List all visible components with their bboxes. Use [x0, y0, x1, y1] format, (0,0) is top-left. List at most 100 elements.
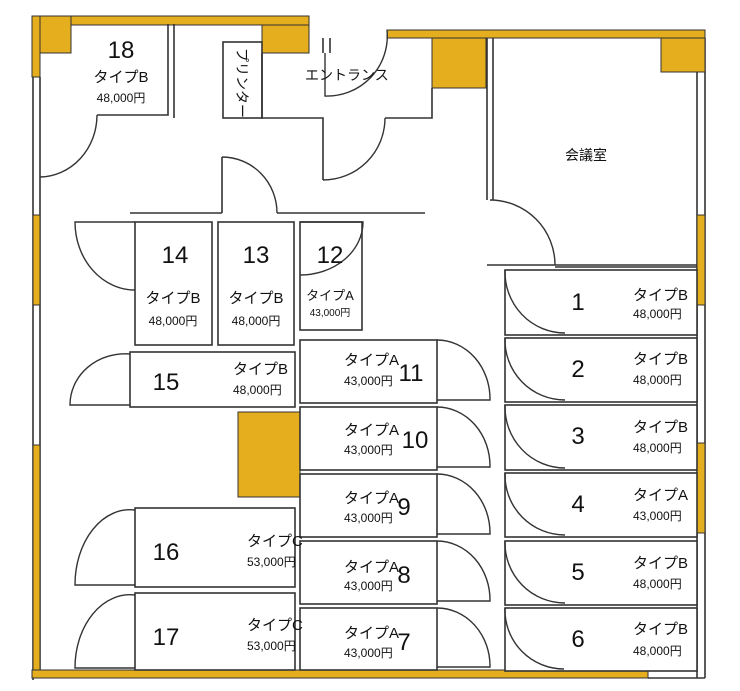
room-outline	[504, 269, 698, 336]
room-outline	[299, 221, 363, 331]
printer-area	[222, 41, 263, 119]
room-type: タイプA	[306, 288, 354, 303]
room-type: タイプB	[145, 290, 200, 307]
pillar-center	[237, 411, 301, 498]
door-swing-icon	[504, 337, 566, 401]
room-number: 3	[571, 423, 584, 450]
room-type: タイプC	[247, 617, 303, 634]
room-price: 43,000円	[344, 374, 393, 388]
room-13[interactable]: 13 タイプB 48,000円	[217, 221, 295, 346]
meeting-room-walls	[486, 38, 697, 268]
room-number: 17	[153, 624, 180, 651]
outer-walls	[31, 15, 706, 680]
room-number: 9	[397, 494, 410, 521]
room-number: 8	[397, 562, 410, 589]
room-price: 48,000円	[232, 314, 281, 328]
room-price: 43,000円	[344, 646, 393, 660]
room-14[interactable]: 14 タイプB 48,000円	[74, 221, 213, 346]
room-12[interactable]: 12 タイプA 43,000円	[299, 221, 364, 331]
room-number: 14	[162, 242, 189, 269]
room-outline	[134, 507, 296, 588]
meeting-room-label: 会議室	[565, 147, 607, 163]
pillar-entrance	[431, 37, 487, 89]
room-18-walls	[97, 24, 175, 118]
room-price: 53,000円	[247, 639, 296, 653]
door-swing-icon	[436, 540, 491, 602]
entrance-label: エントランス	[305, 67, 389, 83]
meeting-room-door	[489, 199, 556, 266]
room-outline	[504, 472, 698, 538]
door-swing-icon	[74, 221, 136, 291]
printer-label: プリンター	[234, 48, 250, 118]
entrance-door	[322, 29, 389, 181]
fixed-areas: プリンター エントランス 会議室	[39, 24, 697, 268]
room-price: 43,000円	[310, 308, 351, 319]
door-swing-icon	[299, 221, 364, 276]
wall-right-lower-gold	[696, 442, 706, 534]
room-number: 2	[571, 356, 584, 383]
door-swing-icon	[436, 406, 491, 468]
room-number: 15	[153, 369, 180, 396]
room-price: 53,000円	[247, 555, 296, 569]
room-type: タイプA	[633, 487, 688, 504]
room-number: 11	[399, 360, 424, 387]
rooms: 1 タイプB 48,000円 2 タイプB 48,000円 3 タイプB 48,000円 4 タイプ…	[69, 37, 698, 672]
room-price: 48,000円	[97, 91, 146, 105]
room-number: 16	[153, 539, 180, 566]
room-outline	[299, 473, 438, 538]
room-type: タイプB	[93, 69, 148, 86]
room-price: 48,000円	[149, 314, 198, 328]
room-outline	[504, 540, 698, 606]
room-17[interactable]: 17 タイプC 53,000円	[74, 592, 303, 671]
wall-top-left	[31, 15, 310, 26]
wall-right-mid-gold	[696, 214, 706, 306]
room-type: タイプA	[344, 490, 399, 507]
room-number: 12	[317, 242, 344, 269]
room-15[interactable]: 15 タイプB 48,000円	[69, 351, 296, 408]
door-swing-icon	[504, 540, 566, 604]
room-type: タイプB	[633, 287, 688, 304]
room-price: 48,000円	[233, 383, 282, 397]
door-swing-icon	[504, 404, 566, 469]
wall-left-lower-gold	[32, 444, 41, 679]
room-price: 48,000円	[633, 644, 682, 658]
room-price: 43,000円	[633, 509, 682, 523]
room-number: 10	[402, 427, 429, 454]
room-price: 43,000円	[344, 579, 393, 593]
room-number: 5	[571, 559, 584, 586]
door-swing-icon	[436, 607, 491, 668]
room-4[interactable]: 4 タイプA 43,000円	[504, 472, 698, 538]
door-swing-icon	[504, 607, 565, 670]
room-number: 13	[243, 242, 270, 269]
room-2[interactable]: 2 タイプB 48,000円	[504, 337, 698, 403]
room-18-door	[39, 114, 98, 178]
entrance-walls	[261, 38, 433, 180]
room-outline	[504, 337, 698, 403]
room-16[interactable]: 16 タイプC 53,000円	[74, 507, 303, 588]
door-swing-icon	[69, 353, 131, 406]
room-type: タイプB	[633, 351, 688, 368]
room-type: タイプC	[247, 533, 303, 550]
room-type: タイプA	[344, 559, 399, 576]
room-outline	[217, 221, 295, 346]
room-outline	[504, 404, 698, 471]
room-price: 48,000円	[633, 373, 682, 387]
room-number: 4	[571, 491, 584, 518]
room-type: タイプB	[233, 361, 288, 378]
room-type: タイプB	[228, 290, 283, 307]
room-type: タイプB	[633, 419, 688, 436]
room-outline	[504, 607, 698, 672]
room-outline	[299, 607, 438, 671]
room-number: 1	[571, 289, 584, 316]
room-outline	[134, 221, 213, 346]
